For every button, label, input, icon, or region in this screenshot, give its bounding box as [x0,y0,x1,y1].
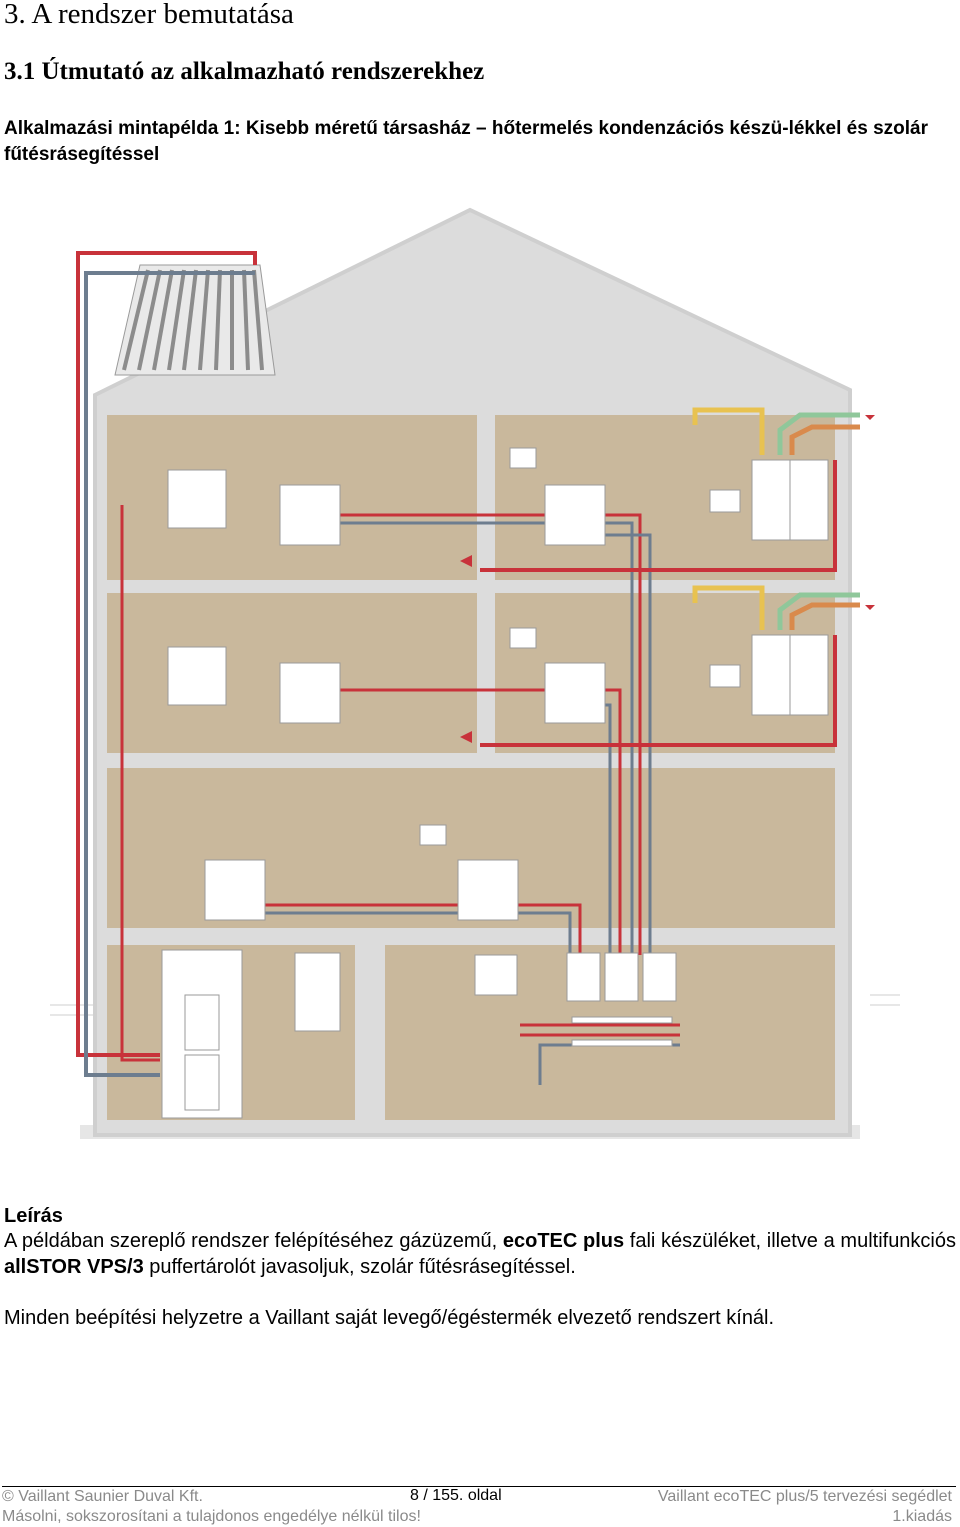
manifold-icon [571,1039,673,1047]
system-diagram [50,207,900,1139]
footer-copyright: Másolni, sokszorosítani a tulajdonos eng… [2,1508,421,1525]
heating-pipes [120,505,680,1085]
chapter-title: 3. A rendszer bemutatása [4,0,294,30]
description-paragraph-2: Minden beépítési helyzetre a Vaillant sa… [4,1307,775,1329]
pump-module-icon [604,952,639,1002]
controller-icon [709,489,741,513]
thermostat-icon [419,824,447,846]
footer-company: © Vaillant Saunier Duval Kft. [2,1488,203,1505]
radiator-icon [279,662,341,724]
shower-icon [167,646,227,706]
description-title: Leírás [4,1205,63,1227]
product-ecotec: ecoTEC plus [502,1230,625,1252]
wall-boiler-icon [294,459,829,1032]
footer-divider [2,1486,956,1487]
manifold-icon [571,1016,673,1024]
desc-text-1: A példában szereplő rendszer felépítéséh… [4,1230,503,1252]
controller-icon [709,664,741,688]
gas-flue-pipes [692,407,860,630]
footer-document: Vaillant ecoTEC plus/5 tervezési segédle… [657,1488,952,1505]
flow-arrows [460,415,875,743]
description-paragraph: A példában szereplő rendszer felépítéséh… [4,1228,956,1280]
floor-heating-icon [204,859,266,921]
buffer-tank-icon [161,949,243,1119]
solar-pipes [76,251,257,1077]
thermostat-icon [509,627,537,649]
radiator-icon [279,484,341,546]
footer-page-number: 8 / 155. oldal [410,1487,502,1504]
shower-icon [167,469,227,529]
thermostat-icon [509,447,537,469]
desc-text-3: puffertárolót javasoljuk, szolár fűtésrá… [143,1256,576,1278]
footer-edition: 1.kiadás [892,1508,952,1525]
example-title: Alkalmazási mintapélda 1: Kisebb méretű … [4,118,928,165]
solar-collector-icon [114,264,276,376]
desc-text-2: fali készüléket, illetve a multifunkciós [624,1230,956,1252]
radiator-icon [544,662,606,724]
pump-module-icon [642,952,677,1002]
floor-heating-icon [457,859,519,921]
section-title: 3.1 Útmutató az alkalmazható rendszerekh… [4,58,485,85]
radiator-icon [544,484,606,546]
controller-icon [474,954,518,996]
product-allstor: allSTOR VPS/3 [4,1256,144,1278]
boiler-pipes [480,460,837,747]
pump-module-icon [566,952,601,1002]
room-icons [167,447,741,1047]
